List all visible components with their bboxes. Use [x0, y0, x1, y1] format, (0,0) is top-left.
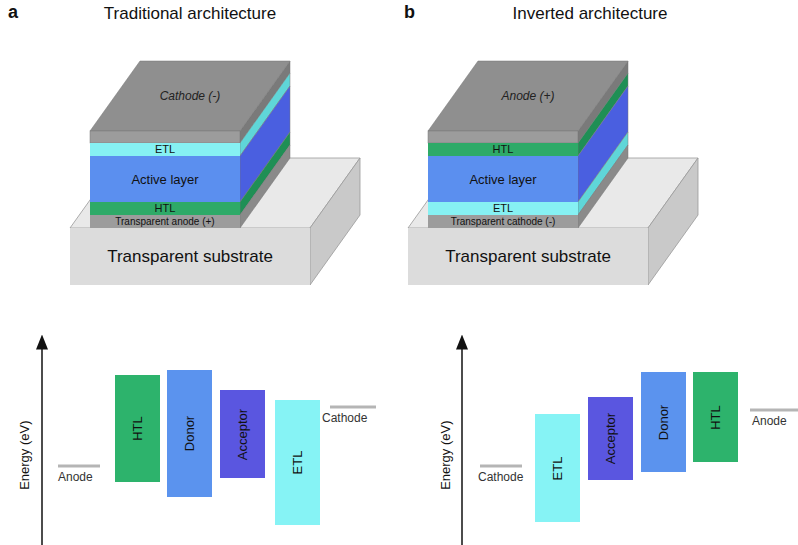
layer-label: HTL: [155, 203, 176, 214]
transport-layer: HTL: [428, 143, 578, 156]
panel-title: Inverted architecture: [513, 5, 668, 24]
work-function-level: [330, 406, 376, 409]
energy-band: HTL: [115, 375, 160, 482]
stack-sides-b: [428, 61, 628, 228]
work-function-level: [58, 465, 100, 468]
layer-label: Transparent substrate: [107, 248, 273, 265]
layer-label: ETL: [493, 203, 513, 214]
layer-label: ETL: [291, 451, 304, 475]
active-layer: Active layer: [428, 156, 578, 202]
energy-band: HTL: [693, 372, 738, 462]
panel-title: Traditional architecture: [104, 5, 276, 24]
energy-band: Acceptor: [220, 390, 265, 478]
transport-layer: ETL: [90, 143, 240, 156]
electrode-label: Cathode: [322, 412, 367, 425]
electrode-layer: Transparent cathode (-): [428, 215, 578, 228]
substrate-layer: Transparent substrate: [408, 228, 648, 285]
energy-band: ETL: [275, 400, 320, 525]
electrode-label: Cathode: [478, 471, 523, 484]
stack-sides-a: [90, 61, 290, 228]
energy-band: Donor: [167, 370, 212, 497]
layer-label: Acceptor: [604, 413, 617, 464]
axis-label: Energy (eV): [439, 420, 453, 489]
transport-layer: HTL: [90, 202, 240, 215]
work-function-level: [480, 465, 522, 468]
layer-label: Active layer: [131, 173, 198, 186]
layer-label: Donor: [657, 404, 670, 439]
axis-label: Energy (eV): [18, 420, 32, 489]
layer-label: ETL: [551, 456, 564, 480]
electrode-layer: Transparent anode (+): [90, 215, 240, 228]
energy-axis: [461, 342, 463, 545]
work-function-level: [750, 409, 798, 412]
panel-letter: a: [8, 3, 18, 23]
layer-label: HTL: [709, 405, 722, 430]
layer-label: Transparent cathode (-): [451, 217, 556, 227]
panel-letter: b: [404, 3, 415, 23]
layer-label: Active layer: [469, 173, 536, 186]
energy-band: Acceptor: [588, 397, 633, 480]
electrode-top-face: Cathode (-): [115, 61, 265, 131]
layer-label: Anode (+): [501, 90, 554, 102]
layer-label: Transparent anode (+): [115, 217, 214, 227]
layer-label: Donor: [183, 416, 196, 451]
layer-label: HTL: [131, 416, 144, 441]
transport-layer: ETL: [428, 202, 578, 215]
electrode-label: Anode: [752, 415, 787, 428]
electrode-top-face: Anode (+): [453, 61, 603, 131]
energy-axis: [41, 342, 43, 545]
layer-label: ETL: [155, 144, 175, 155]
layer-label: HTL: [493, 144, 514, 155]
energy-band: Donor: [641, 372, 686, 472]
layer-label: Cathode (-): [160, 90, 221, 102]
energy-band: ETL: [535, 414, 580, 522]
layer-label: Transparent substrate: [445, 248, 611, 265]
substrate-layer: Transparent substrate: [70, 228, 310, 285]
electrode-label: Anode: [58, 471, 93, 484]
active-layer: Active layer: [90, 156, 240, 202]
layer-label: Acceptor: [236, 408, 249, 459]
